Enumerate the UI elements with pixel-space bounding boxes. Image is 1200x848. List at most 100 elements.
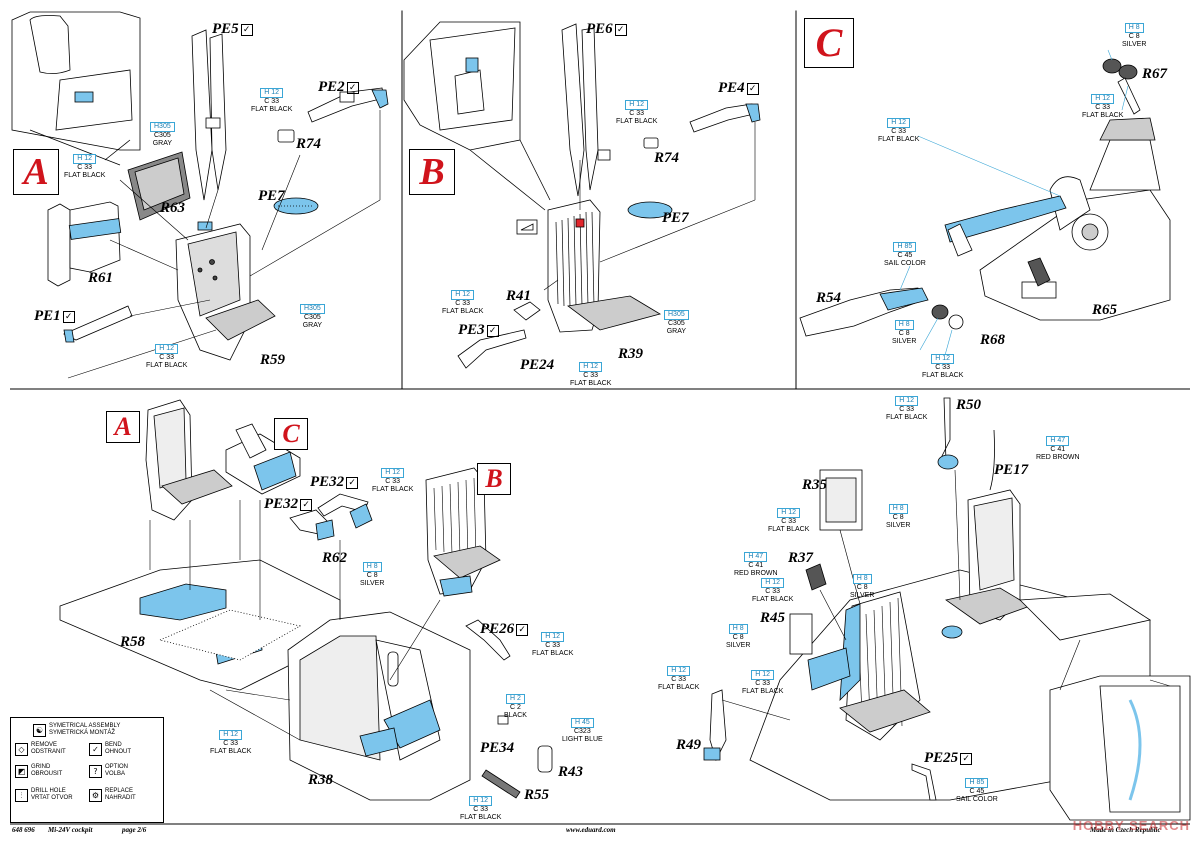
replace-icon: ⚙	[89, 788, 102, 802]
panel-c-drawing	[799, 49, 1171, 367]
legend-label: SYMETRICAL ASSEMBLY	[49, 723, 121, 729]
part-r59: R59	[260, 352, 286, 368]
footer-site: www.eduard.com	[566, 826, 616, 834]
panel-b-drawing	[403, 21, 761, 369]
part-r55: R55	[524, 787, 550, 803]
footer-code: 648 696	[12, 826, 35, 834]
assembly-a-letter: A	[106, 411, 140, 443]
part-pe7-a: PE7	[258, 188, 285, 204]
part-pe2: PE2✓	[318, 79, 359, 96]
part-r63: R63	[160, 200, 186, 216]
panel-a-letter: A	[13, 149, 59, 195]
part-pe26: PE26✓	[480, 621, 529, 638]
panel-c-letter: C	[804, 18, 854, 68]
part-r50: R50	[956, 397, 982, 413]
part-pe32-left: PE32✓	[264, 496, 313, 513]
watermark: HOBBY SEARCH	[1072, 818, 1190, 833]
part-r65: R65	[1092, 302, 1118, 318]
legend-label: ODSTRANIT	[31, 749, 66, 755]
assembly-b-letter: B	[477, 463, 511, 495]
legend-label: GRIND	[31, 764, 51, 770]
remove-icon: ◇	[15, 742, 28, 756]
part-pe24: PE24	[520, 357, 555, 373]
assembly-left-drawing	[59, 399, 553, 801]
part-r43: R43	[558, 764, 584, 780]
yin-yang-icon: ☯	[33, 723, 46, 737]
legend-label: VOLBA	[105, 771, 126, 777]
legend-label: REMOVE	[31, 742, 58, 748]
legend-label: NAHRADIT	[105, 795, 136, 801]
legend-label: REPLACE	[105, 788, 134, 794]
panel-a-drawing	[11, 11, 389, 379]
grind-icon: ◩	[15, 764, 28, 778]
part-r37: R37	[788, 550, 814, 566]
part-pe1: PE1✓	[34, 308, 75, 325]
assembly-c-letter: C	[274, 418, 308, 450]
question-icon: ?	[89, 764, 102, 778]
legend-label: OHNOUT	[105, 749, 131, 755]
panel-borders	[10, 9, 1190, 825]
part-pe6: PE6✓	[586, 21, 627, 38]
part-r58: R58	[120, 634, 146, 650]
footer-made: Made in Czech Republic	[1090, 826, 1161, 834]
part-r35: R35	[802, 477, 828, 493]
legend-label: DRILL HOLE	[31, 788, 66, 794]
legend-label: VRTAT OTVOR	[31, 795, 73, 801]
legend-label: SYMETRICKÁ MONTÁŽ	[49, 730, 116, 736]
sheet-footer: 648 696 Mi-24V cockpit page 2/6 www.edua…	[0, 826, 1200, 838]
part-r74-b: R74	[654, 150, 680, 166]
assembly-right-drawing	[703, 397, 1191, 821]
part-r62: R62	[322, 550, 348, 566]
footer-title: Mi-24V cockpit	[48, 826, 93, 834]
legend-label: BEND	[105, 742, 122, 748]
part-pe17: PE17	[994, 462, 1029, 478]
legend-label: OBROUSIT	[31, 771, 63, 777]
legend-label: OPTION	[105, 764, 129, 770]
part-r74-a: R74	[296, 136, 322, 152]
part-r49: R49	[676, 737, 702, 753]
part-r54: R54	[816, 290, 842, 306]
part-r67: R67	[1142, 66, 1168, 82]
part-r45: R45	[760, 610, 786, 626]
part-pe4: PE4✓	[718, 80, 759, 97]
part-pe34: PE34	[480, 740, 515, 756]
part-r41: R41	[506, 288, 532, 304]
footer-page: page 2/6	[122, 826, 147, 834]
part-pe25: PE25✓	[924, 750, 973, 767]
